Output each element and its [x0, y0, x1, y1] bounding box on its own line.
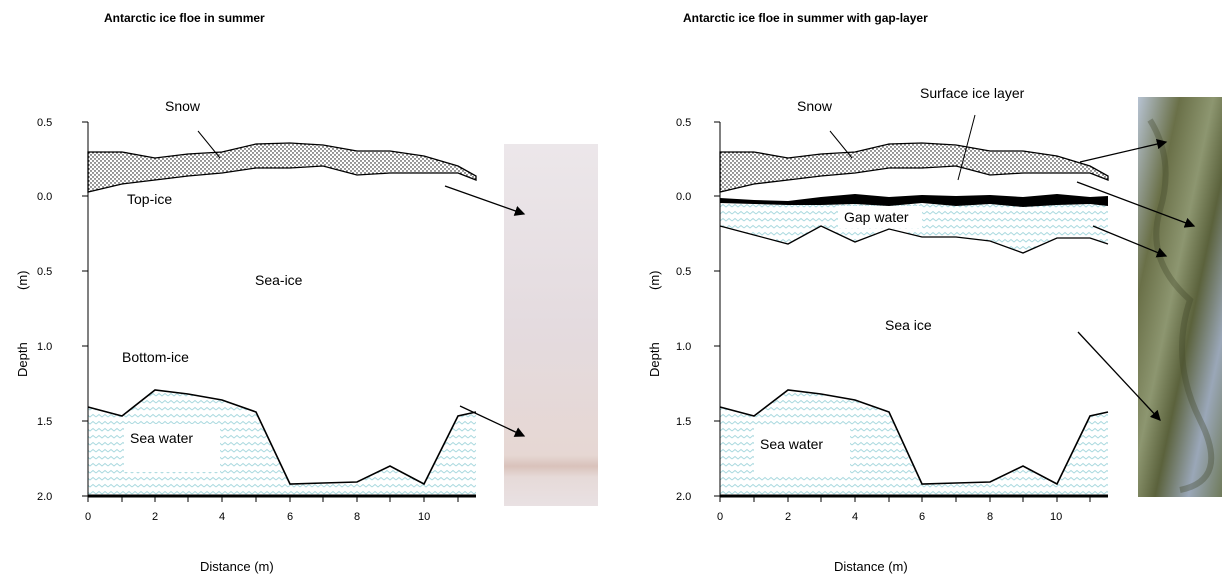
right-gap-lower-boundary [719, 225, 1109, 254]
right-y-tick-label: 1.0 [676, 341, 691, 353]
right-snow-label: Snow [797, 98, 833, 114]
right-x-tick-label: 0 [717, 511, 723, 523]
right-core-arrow-4 [1077, 331, 1161, 421]
left-y-ticks [82, 121, 88, 497]
left-snow-label: Snow [165, 98, 201, 114]
left-title: Antarctic ice floe in summer [104, 11, 265, 25]
right-sea-water-label-bg [754, 428, 850, 474]
left-sea-ice-label: Sea-ice [255, 272, 303, 288]
left-y-tick-label: 1.5 [37, 416, 52, 428]
left-x-tick-label: 0 [85, 511, 91, 523]
left-snow-region [87, 142, 477, 193]
left-sea-water-label-bg [124, 424, 220, 472]
left-y-axis-unit: (m) [15, 271, 30, 291]
right-y-tick-label: 0.5 [676, 266, 691, 278]
right-gap-band [720, 194, 1108, 207]
left-y-tick-label: 0.5 [37, 117, 52, 129]
left-bottom-ice-boundary [87, 389, 477, 486]
right-title: Antarctic ice floe in summer with gap-la… [683, 11, 928, 25]
left-core-arrow-bottom [459, 405, 526, 437]
left-y-tick-label: 1.0 [37, 341, 52, 353]
left-x-tick-label: 4 [219, 511, 225, 523]
right-x-tick-label: 10 [1050, 511, 1062, 523]
right-gap-water-label-bg [838, 206, 922, 228]
right-x-tick-label: 6 [919, 511, 925, 523]
right-core-arrow-2 [1076, 181, 1196, 228]
left-sea-water-label: Sea water [130, 430, 193, 446]
right-core-arrow-1 [1079, 138, 1168, 163]
right-y-tick-label: 1.5 [676, 416, 691, 428]
right-gap-water-label: Gap water [844, 209, 909, 225]
right-sea-water-label: Sea water [760, 436, 823, 452]
left-panel: Antarctic ice floe in summer [15, 11, 598, 574]
left-x-tick-label: 8 [354, 511, 360, 523]
left-y-tick-label: 2.0 [37, 491, 52, 503]
right-y-axis-label: Depth [647, 342, 662, 377]
right-x-tick-label: 2 [785, 511, 791, 523]
left-x-ticks [87, 496, 459, 502]
right-x-tick-label: 4 [852, 511, 858, 523]
left-x-tick-label: 2 [152, 511, 158, 523]
left-y-axis-label: Depth [15, 342, 30, 377]
right-core-photo-texture [1147, 118, 1215, 493]
right-x-ticks [719, 496, 1091, 502]
right-surface-ice-leader [957, 114, 976, 181]
right-y-tick-label: 0.5 [676, 117, 691, 129]
right-y-tick-label: 0.0 [676, 191, 691, 203]
left-core-arrow-top [444, 185, 526, 216]
right-x-axis-label: Distance (m) [834, 559, 908, 574]
right-y-axis-unit: (m) [647, 271, 662, 291]
right-ice-core-photo [1138, 97, 1222, 497]
left-top-ice-label: Top-ice [127, 191, 172, 207]
left-y-tick-label: 0.0 [37, 191, 52, 203]
right-snow-leader [829, 130, 853, 159]
right-sea-ice-label: Sea ice [885, 317, 932, 333]
left-ice-core-photo [504, 144, 598, 506]
left-y-tick-label: 0.5 [37, 266, 52, 278]
right-y-tick-label: 2.0 [676, 491, 691, 503]
right-bottom-ice-boundary [719, 389, 1109, 486]
left-snow-leader [197, 130, 221, 159]
right-panel: Antarctic ice floe in summer with gap-la… [647, 11, 1222, 574]
left-x-tick-label: 6 [287, 511, 293, 523]
right-snow-region [719, 142, 1109, 193]
right-core-arrow-3 [1092, 225, 1168, 258]
left-bottom-ice-label: Bottom-ice [122, 349, 189, 365]
left-x-tick-label: 10 [418, 511, 430, 523]
right-y-ticks [714, 121, 720, 497]
right-surface-ice-label: Surface ice layer [920, 85, 1025, 101]
right-x-tick-label: 8 [987, 511, 993, 523]
left-x-axis-label: Distance (m) [200, 559, 274, 574]
